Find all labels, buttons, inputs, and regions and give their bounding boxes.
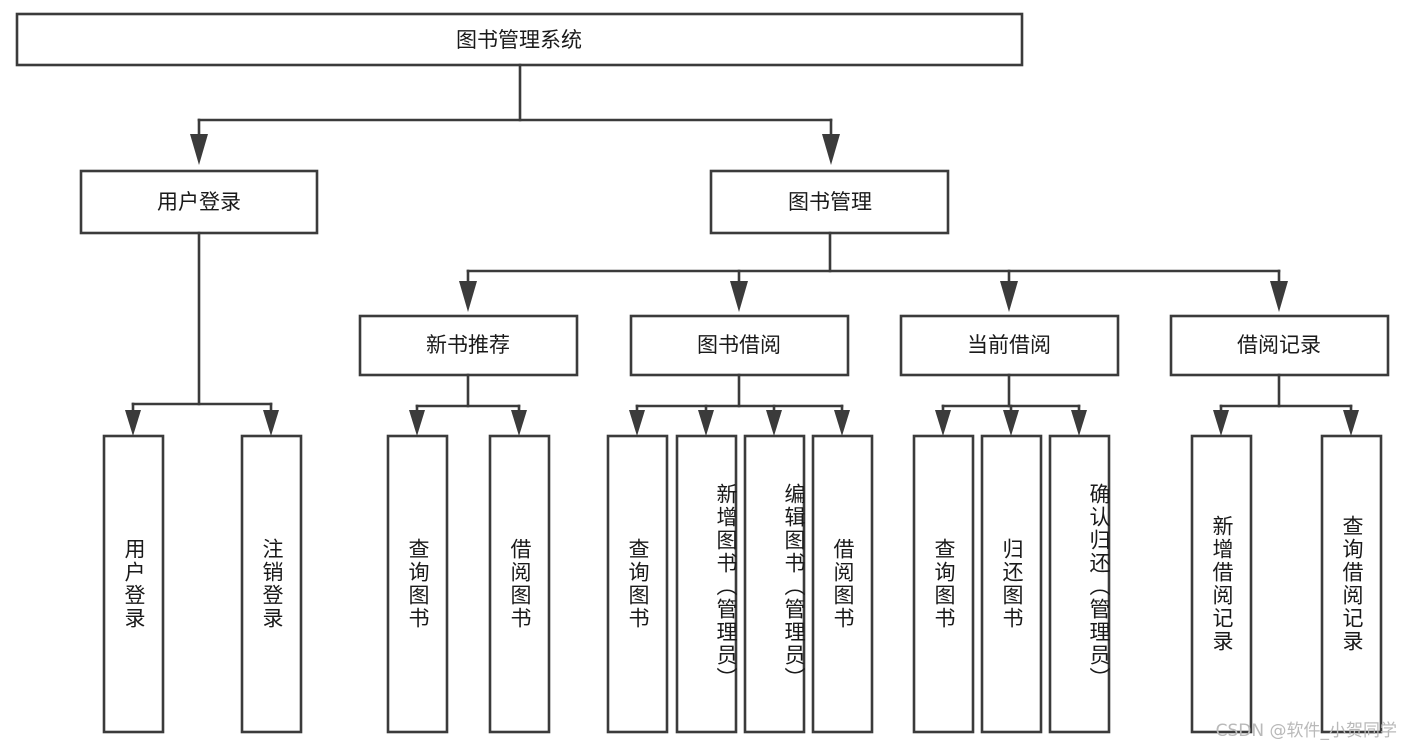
connector-user-login-to-leaves	[125, 231, 279, 436]
arrow-head-leaf-borrow-book-1	[511, 410, 527, 436]
node-borrow-record[interactable]: 借阅记录	[1169, 314, 1390, 377]
arrow-head-leaf-borrow-book-2	[834, 410, 850, 436]
node-book-manage-label: 图书管理	[788, 190, 872, 214]
node-user-login-label: 用户登录	[157, 190, 241, 214]
csdn-watermark: CSDN @软件_小贺同学	[1215, 721, 1397, 741]
node-book-borrow-label: 图书借阅	[697, 333, 781, 357]
arrow-head-to-borrow-record	[1270, 281, 1288, 312]
arrow-head-leaf-user-logout	[263, 410, 279, 436]
leaf-box-return-book[interactable]	[980, 434, 1043, 734]
connector-book-borrow-to-leaves	[629, 373, 850, 436]
node-current-borrow[interactable]: 当前借阅	[899, 314, 1120, 377]
arrow-head-to-book-manage	[822, 134, 840, 165]
node-user-login[interactable]: 用户登录	[79, 169, 319, 235]
arrow-head-to-current-borrow	[1000, 281, 1018, 312]
node-root-box	[15, 12, 1024, 67]
connector-new-book-rec-to-leaves	[409, 373, 527, 436]
arrow-head-to-book-borrow	[730, 281, 748, 312]
leaf-box-add-record[interactable]	[1190, 434, 1253, 734]
arrow-head-to-user-login	[190, 134, 208, 165]
node-current-borrow-box	[899, 314, 1120, 377]
node-new-book-rec[interactable]: 新书推荐	[358, 314, 579, 377]
leaf-box-borrow-book-1[interactable]	[488, 434, 551, 734]
arrow-head-to-new-book-rec	[459, 281, 477, 312]
leaf-box-add-book[interactable]	[675, 434, 738, 734]
arrow-head-leaf-return-book	[1003, 410, 1019, 436]
node-root[interactable]: 图书管理系统	[15, 12, 1024, 67]
leaf-box-confirm-return[interactable]	[1048, 434, 1111, 734]
leaf-box-query-book-1[interactable]	[386, 434, 449, 734]
connector-book-manage-to-level2	[459, 231, 1288, 312]
leaf-box-query-book-2[interactable]	[606, 434, 669, 734]
node-new-book-rec-label: 新书推荐	[426, 333, 510, 357]
node-borrow-record-label: 借阅记录	[1237, 333, 1321, 357]
arrow-head-leaf-add-book	[698, 410, 714, 436]
arrow-head-leaf-query-book-1	[409, 410, 425, 436]
node-book-borrow[interactable]: 图书借阅	[629, 314, 850, 377]
node-book-borrow-box	[629, 314, 850, 377]
arrow-head-leaf-user-login	[125, 410, 141, 436]
node-root-label: 图书管理系统	[456, 28, 582, 52]
arrow-head-leaf-query-book-3	[935, 410, 951, 436]
leaf-box-query-record[interactable]	[1320, 434, 1383, 734]
connector-root-to-level1	[190, 63, 840, 165]
leaf-box-edit-book[interactable]	[743, 434, 806, 734]
leaf-box-user-login[interactable]	[102, 434, 165, 734]
node-book-manage-box	[709, 169, 950, 235]
node-new-book-rec-box	[358, 314, 579, 377]
arrow-head-leaf-query-record	[1343, 410, 1359, 436]
arrow-head-leaf-query-book-2	[629, 410, 645, 436]
arrow-head-leaf-add-record	[1213, 410, 1229, 436]
arrow-head-leaf-confirm-return	[1071, 410, 1087, 436]
leaf-box-query-book-3[interactable]	[912, 434, 975, 734]
node-book-manage[interactable]: 图书管理	[709, 169, 950, 235]
leaf-box-user-logout[interactable]	[240, 434, 303, 734]
node-current-borrow-label: 当前借阅	[967, 333, 1051, 357]
connector-borrow-record-to-leaves	[1213, 373, 1359, 436]
node-borrow-record-box	[1169, 314, 1390, 377]
arrow-head-leaf-edit-book	[766, 410, 782, 436]
connector-current-borrow-to-leaves	[935, 373, 1087, 436]
leaf-box-borrow-book-2[interactable]	[811, 434, 874, 734]
